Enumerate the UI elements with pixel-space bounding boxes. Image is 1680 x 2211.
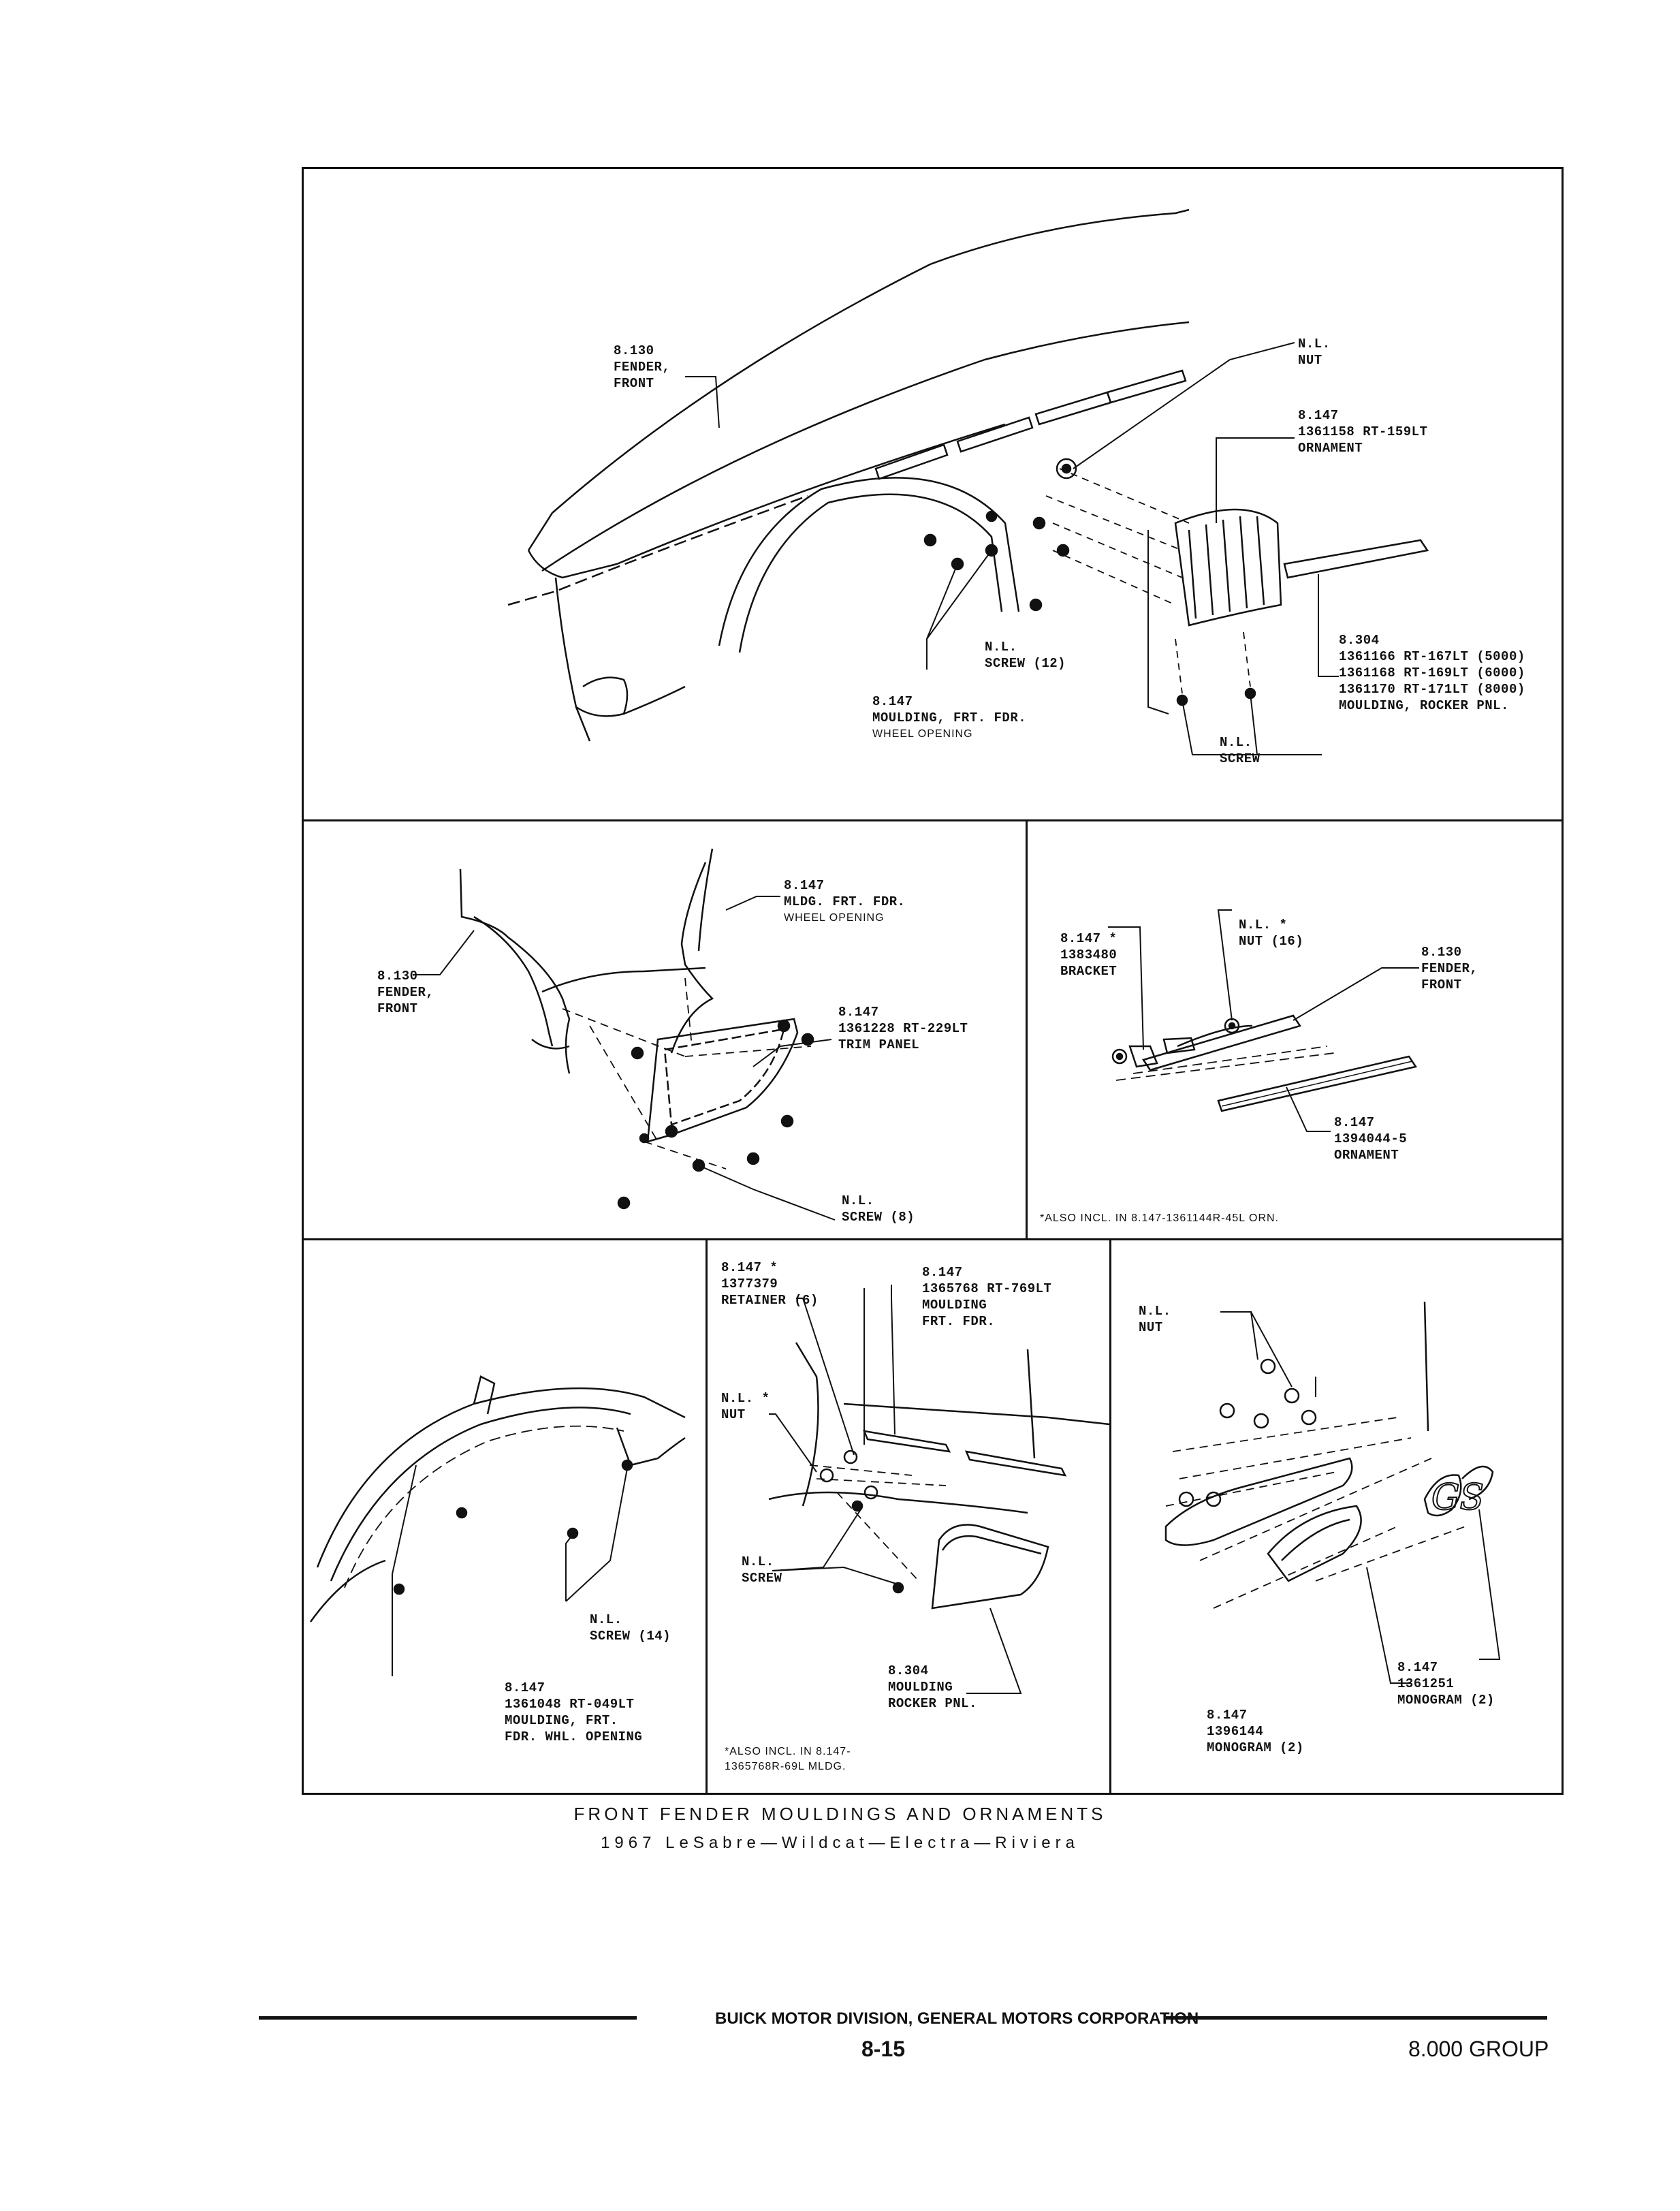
divider-top — [304, 819, 1562, 821]
footer-page-number: 8-15 — [861, 2037, 906, 2061]
label-nl-screw: N.L.SCREW — [1220, 735, 1261, 766]
label-nl-nut: N.L.NUT — [1298, 336, 1331, 368]
label-nut-16: N.L. *NUT (16) — [1239, 918, 1304, 949]
label-screw-8: N.L.SCREW (8) — [842, 1193, 915, 1225]
fender-rocker-drawing — [708, 1240, 1109, 1793]
footer-rule-right — [1166, 2016, 1547, 2020]
figure-subtitle: 1967 LeSabre—Wildcat—Electra—Riviera — [601, 1834, 1079, 1852]
ornament-bracket-drawing — [1028, 821, 1562, 1238]
label-nl-nut-2: N.L. *NUT — [721, 1391, 770, 1422]
figure-title: FRONT FENDER MOULDINGS AND ORNAMENTS — [573, 1804, 1107, 1824]
wheel-moulding-drawing — [304, 1240, 706, 1793]
divider-bot-v2 — [1109, 1238, 1111, 1793]
trim-panel-drawing — [304, 821, 1026, 1238]
footer-group: 8.000 GROUP — [1408, 2037, 1549, 2061]
label-screw-14: N.L.SCREW (14) — [590, 1612, 671, 1644]
label-nl-nut-3: N.L.NUT — [1139, 1304, 1171, 1335]
monogram-drawing: GS — [1111, 1240, 1562, 1793]
footer-company: BUICK MOTOR DIVISION, GENERAL MOTORS COR… — [715, 2009, 1199, 2028]
label-screw-12: N.L.SCREW (12) — [985, 640, 1066, 671]
divider-mid-v — [1026, 819, 1028, 1238]
footer-rule-left — [259, 2016, 637, 2020]
gs-emblem-text: GS — [1431, 1477, 1484, 1518]
label-nl-screw-2: N.L.SCREW — [742, 1554, 782, 1586]
divider-bot-v1 — [706, 1238, 708, 1793]
divider-middle — [304, 1238, 1562, 1240]
note-also-incl-orn: *ALSO INCL. IN 8.147-1361144R-45L ORN. — [1040, 1212, 1280, 1224]
fender-overview-drawing — [304, 169, 1562, 819]
note-also-incl-mldg: *ALSO INCL. IN 8.147-1365768R-69L MLDG. — [725, 1746, 851, 1772]
